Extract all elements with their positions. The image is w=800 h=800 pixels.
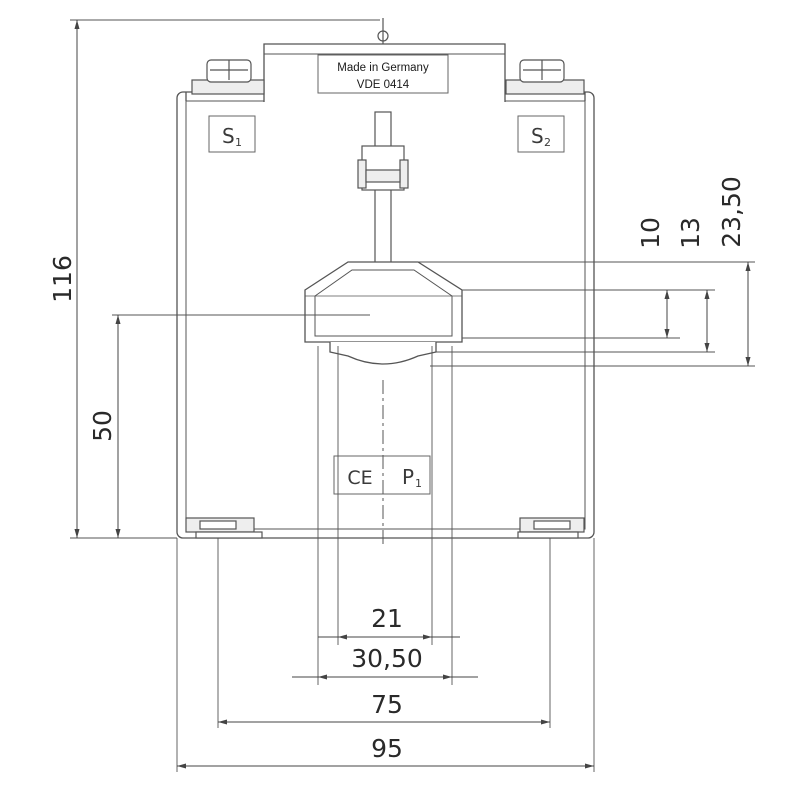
seal-eyelet: [377, 18, 389, 44]
dim-text-95: 95: [371, 734, 403, 763]
terminal-mark-s1: S 1: [208, 115, 256, 153]
nameplate-label: [317, 54, 449, 94]
terminal-screw-right: [505, 59, 585, 95]
nameplate-line1: Made in Germany: [337, 62, 429, 74]
nameplate-block: [263, 43, 506, 102]
dimension-arrows: [74, 20, 751, 769]
dim-text-center-height: 50: [88, 410, 117, 442]
mounting-foot-right: [517, 517, 585, 539]
dim-text-21: 21: [371, 604, 403, 633]
ce-mark: CE: [347, 467, 372, 489]
primary-window: [304, 261, 463, 365]
mounting-foot-left: [185, 517, 263, 539]
dim-text-75: 75: [371, 690, 403, 719]
s1-letter: S: [222, 124, 235, 148]
p1-subscript: 1: [415, 477, 422, 490]
marking-plate: CE P 1: [333, 455, 431, 495]
dim-text-30-50: 30,50: [351, 644, 423, 673]
dim-text-overall-height: 116: [48, 255, 77, 303]
dim-text-13: 13: [676, 217, 705, 249]
dimension-lines: [70, 19, 755, 772]
s1-subscript: 1: [235, 136, 242, 149]
s2-letter: S: [531, 124, 544, 148]
s2-subscript: 2: [544, 136, 551, 149]
terminal-screw-left: [191, 59, 265, 95]
nameplate-line2: VDE 0414: [357, 79, 410, 91]
terminal-mark-s2: S 2: [517, 115, 565, 153]
p1-letter: P: [402, 465, 414, 489]
dim-text-23-50: 23,50: [717, 176, 746, 248]
dim-text-10: 10: [636, 217, 665, 249]
